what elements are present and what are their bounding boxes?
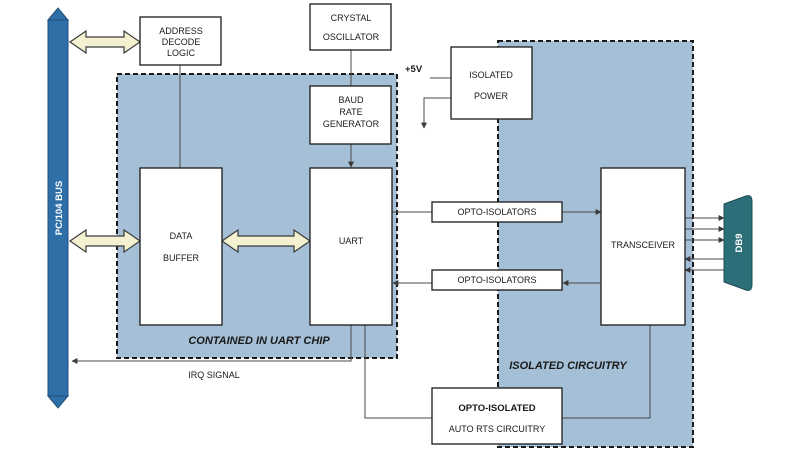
address-decode-line-1: ADDRESS: [159, 26, 203, 36]
isolated-power-line-1: ISOLATED: [469, 70, 513, 80]
data-buffer-line-2: BUFFER: [163, 253, 200, 263]
auto-rts-line-2: AUTO RTS CIRCUITRY: [449, 424, 546, 434]
uart-rts-wire: [364, 325, 432, 419]
isolated-region-label: ISOLATED CIRCUITRY: [509, 360, 628, 372]
baud-line-1: BAUD: [338, 95, 364, 105]
isolated-power-line-2: POWER: [474, 91, 509, 101]
crystal-line-2: OSCILLATOR: [323, 32, 380, 42]
address-decode-block: ADDRESS DECODE LOGIC: [139, 16, 222, 66]
pc104-bus: PC/104 BUS: [46, 7, 70, 409]
transceiver-block: TRANSCEIVER: [600, 167, 686, 326]
auto-rts-line-1: OPTO-ISOLATED: [458, 403, 535, 414]
baud-rate-block: BAUD RATE GENERATOR: [309, 85, 392, 145]
uart-label: UART: [339, 236, 364, 246]
baud-line-3: GENERATOR: [323, 119, 380, 129]
address-decode-line-3: LOGIC: [167, 48, 196, 58]
crystal-oscillator-block: CRYSTAL OSCILLATOR: [309, 3, 392, 51]
crystal-line-1: CRYSTAL: [331, 13, 372, 23]
opto-isolators-rx-block: OPTO-ISOLATORS: [431, 269, 563, 291]
data-buffer-block: DATA BUFFER: [139, 167, 223, 326]
auto-rts-block: OPTO-ISOLATED AUTO RTS CIRCUITRY: [431, 387, 563, 445]
uart-chip-region-label: CONTAINED IN UART CHIP: [188, 335, 330, 347]
irq-signal-label: IRQ SIGNAL: [188, 370, 240, 380]
opto-tx-label: OPTO-ISOLATORS: [457, 207, 536, 217]
address-decode-line-2: DECODE: [162, 37, 201, 47]
irq-wire: [71, 325, 352, 364]
isolated-power-block: ISOLATED POWER: [450, 46, 533, 120]
db9-label: DB9: [734, 233, 745, 252]
db9-connector: DB9: [723, 195, 753, 291]
pc104-bus-label: PC/104 BUS: [54, 181, 65, 235]
bus-data-arrow: [68, 228, 142, 254]
plus5v-label: +5V: [405, 64, 423, 75]
opto-isolators-tx-block: OPTO-ISOLATORS: [431, 201, 563, 223]
baud-line-2: RATE: [339, 107, 362, 117]
rts-transceiver-wire: [562, 325, 651, 419]
transceiver-label: TRANSCEIVER: [611, 240, 676, 250]
bus-address-arrow: [68, 29, 142, 55]
opto-rx-label: OPTO-ISOLATORS: [457, 275, 536, 285]
power-ground-wire: [421, 97, 451, 129]
data-buffer-line-1: DATA: [170, 231, 193, 241]
uart-block: UART: [309, 167, 393, 326]
